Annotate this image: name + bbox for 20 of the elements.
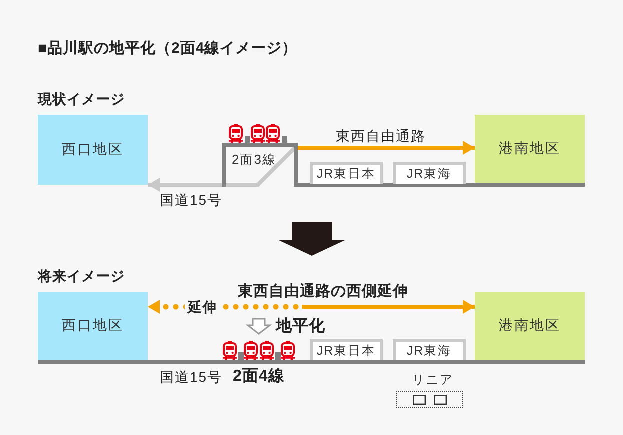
track-box: JR東日本	[310, 339, 383, 360]
track-box: JR東日本	[310, 162, 383, 184]
annotation: 地平化	[276, 318, 326, 336]
station-box: 2面3線	[222, 143, 298, 187]
arrow	[302, 300, 475, 314]
track-box: JR東海	[393, 339, 466, 360]
edge-label: 東西自由通路	[336, 128, 426, 144]
area-box: 港南地区	[475, 292, 585, 360]
area-box: 西口地区	[38, 115, 148, 185]
track-box: JR東海	[393, 162, 466, 184]
road-label: 国道15号	[160, 369, 223, 386]
edge-label: 東西自由通路の西側延伸	[238, 283, 408, 300]
node-label: リニア	[412, 373, 454, 388]
area-box: 西口地区	[38, 292, 148, 360]
arrow	[298, 141, 475, 155]
edge-label: 延伸	[185, 299, 220, 316]
title: ■品川駅の地平化（2面4線イメージ）	[38, 40, 298, 58]
area-box: 港南地区	[475, 115, 585, 183]
track-count-label: 2面4線	[233, 368, 285, 386]
edge-label: 国道15号	[160, 192, 223, 208]
